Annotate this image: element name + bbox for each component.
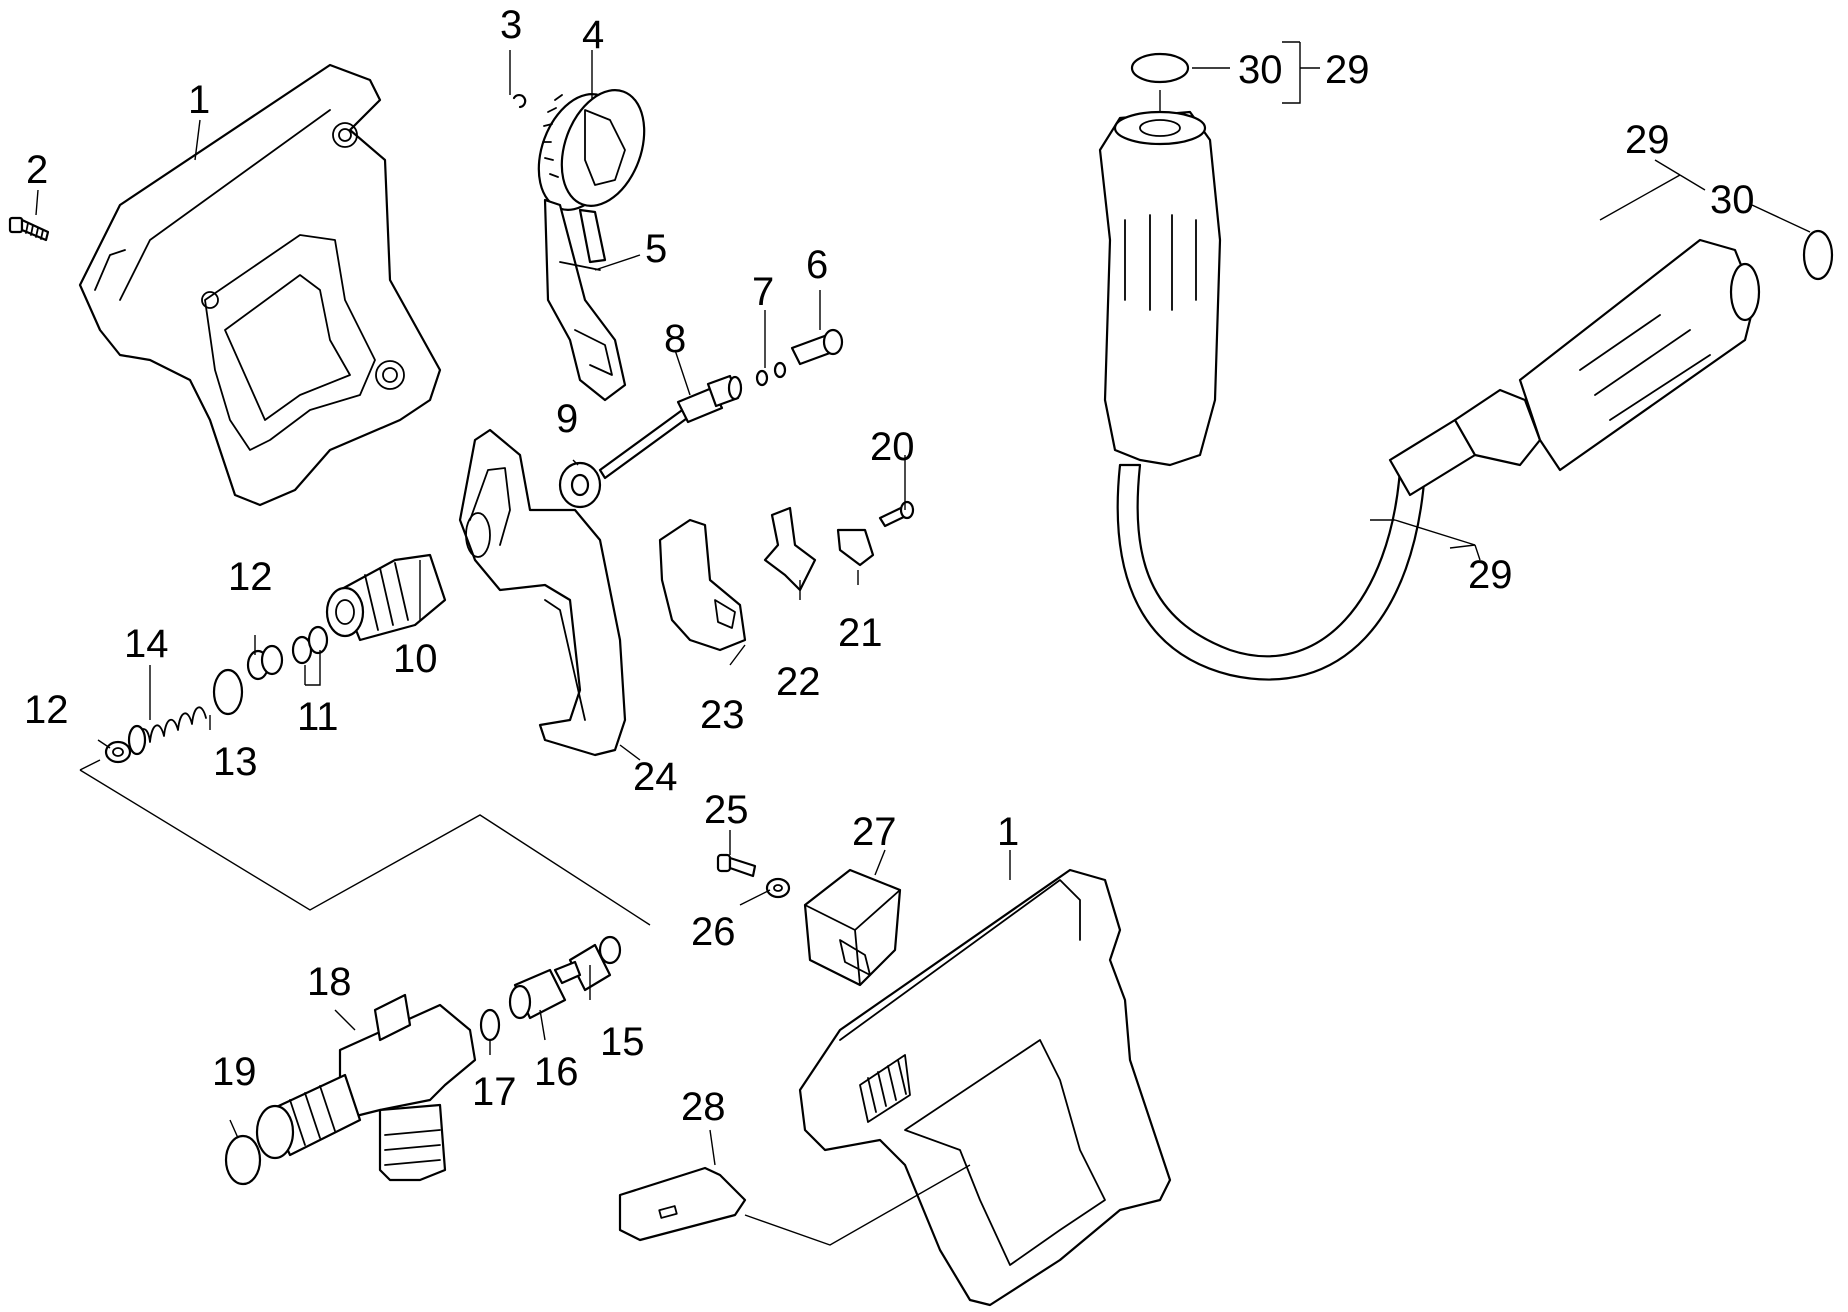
callout-20: 20 xyxy=(870,425,915,469)
connector-18 xyxy=(255,993,477,1182)
callout-12a: 12 xyxy=(228,555,273,599)
callout-23: 23 xyxy=(700,693,745,737)
callout-labels: 1 2 3 4 5 6 7 8 9 10 11 12 12 13 14 15 1… xyxy=(24,3,1755,1129)
callout-29b: 29 xyxy=(1625,118,1670,162)
spring-clip-22 xyxy=(763,506,817,592)
callout-30a: 30 xyxy=(1238,48,1283,92)
clip-3 xyxy=(512,93,527,109)
o-ring-17 xyxy=(479,1008,501,1042)
valve-cartridge-10 xyxy=(325,553,447,642)
lock-lever-23 xyxy=(658,518,747,652)
valve-rod-8 xyxy=(598,374,743,480)
callout-16: 16 xyxy=(534,1050,579,1094)
callout-7: 7 xyxy=(752,270,774,314)
lock-button-27 xyxy=(803,868,902,987)
o-ring-30-right xyxy=(1802,229,1834,281)
spring-14 xyxy=(127,706,207,756)
callout-28: 28 xyxy=(681,1085,726,1129)
screw-20 xyxy=(878,500,915,528)
callout-21: 21 xyxy=(838,611,883,655)
callout-29c: 29 xyxy=(1468,553,1513,597)
seal-set-11 xyxy=(291,625,329,665)
o-ring-13 xyxy=(212,668,244,716)
screw-2 xyxy=(8,216,50,242)
bushing-16 xyxy=(508,968,567,1020)
pin-6 xyxy=(790,328,844,366)
clip-28 xyxy=(618,1166,747,1242)
callout-26: 26 xyxy=(691,910,736,954)
slide-fork-5 xyxy=(543,198,627,402)
callout-5: 5 xyxy=(645,227,667,271)
screw-25 xyxy=(716,853,757,878)
callout-17: 17 xyxy=(472,1070,517,1114)
callout-11: 11 xyxy=(297,695,339,739)
washer-set-12-upper xyxy=(246,644,284,681)
callout-12b: 12 xyxy=(24,688,69,732)
callout-24: 24 xyxy=(633,755,678,799)
callout-25: 25 xyxy=(704,788,749,832)
callout-8: 8 xyxy=(664,317,686,361)
callout-18: 18 xyxy=(307,960,352,1004)
o-ring-19 xyxy=(224,1134,262,1186)
callout-1a: 1 xyxy=(188,78,210,122)
leader-lines xyxy=(35,41,1811,1246)
callout-4: 4 xyxy=(582,13,604,57)
callout-29a: 29 xyxy=(1325,48,1370,92)
callout-19: 19 xyxy=(212,1050,257,1094)
gun-housing-left-half xyxy=(78,63,442,507)
callout-6: 6 xyxy=(806,243,828,287)
valve-insert-15 xyxy=(553,935,622,992)
callout-3: 3 xyxy=(500,3,522,47)
gun-housing-right-half xyxy=(798,868,1172,1307)
callout-30b: 30 xyxy=(1710,178,1755,222)
callout-27: 27 xyxy=(852,810,897,854)
callout-10: 10 xyxy=(393,637,438,681)
adjusting-wheel-4 xyxy=(537,89,646,211)
trigger-24 xyxy=(458,428,627,757)
washer-12-lower xyxy=(104,740,132,764)
circlip-7 xyxy=(755,361,787,387)
washer-26 xyxy=(765,877,791,899)
o-ring-30-top xyxy=(1130,52,1190,84)
callout-9: 9 xyxy=(556,397,578,441)
clip-21 xyxy=(836,528,875,567)
callout-13: 13 xyxy=(213,740,258,784)
washer-9 xyxy=(558,461,602,509)
callout-2: 2 xyxy=(26,148,48,192)
callout-15: 15 xyxy=(600,1020,645,1064)
callout-22: 22 xyxy=(776,660,821,704)
callout-1b: 1 xyxy=(997,810,1019,854)
hose-assembly-29 xyxy=(1098,110,1761,681)
callout-14: 14 xyxy=(124,622,169,666)
